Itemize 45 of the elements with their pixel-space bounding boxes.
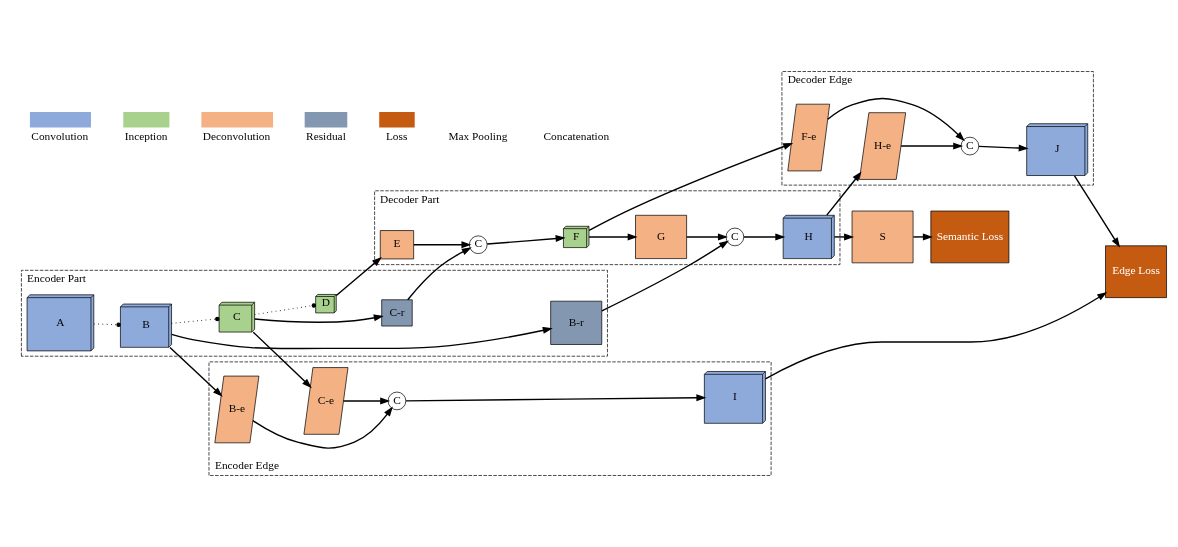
legend-label: Max Pooling bbox=[448, 129, 508, 142]
legend-label: Deconvolution bbox=[202, 129, 271, 142]
arrow bbox=[826, 171, 862, 216]
node-box: S bbox=[851, 210, 914, 264]
arrow bbox=[912, 233, 933, 241]
node-box: E bbox=[379, 230, 414, 260]
arrow bbox=[486, 235, 566, 245]
arrow bbox=[833, 233, 855, 241]
node-box: Semantic Loss bbox=[930, 210, 1010, 264]
arrow bbox=[601, 240, 729, 312]
arrow bbox=[169, 346, 223, 397]
arrow bbox=[686, 233, 728, 241]
node-box: G bbox=[635, 214, 687, 259]
legend-label: Inception bbox=[124, 129, 168, 142]
node-box: C-r bbox=[381, 299, 413, 327]
arrow bbox=[588, 143, 794, 232]
arrow bbox=[252, 331, 312, 389]
arrow bbox=[342, 397, 391, 405]
connector bbox=[93, 322, 121, 327]
arrow bbox=[252, 406, 393, 449]
node-box: Edge Loss bbox=[1105, 245, 1167, 298]
connector bbox=[171, 316, 220, 324]
arrow bbox=[335, 256, 382, 297]
arrow bbox=[253, 314, 384, 323]
legend-label: Concatenation bbox=[543, 129, 610, 142]
arrow bbox=[407, 247, 472, 301]
connector bbox=[254, 303, 317, 316]
node-circle: C bbox=[469, 235, 488, 254]
arrow bbox=[405, 394, 707, 402]
arrow bbox=[1073, 175, 1120, 248]
node-box: B-r bbox=[550, 300, 603, 345]
legend-label: Convolution bbox=[31, 129, 89, 142]
arrow bbox=[413, 241, 472, 249]
arrow bbox=[900, 142, 964, 150]
legend-label: Loss bbox=[385, 129, 408, 142]
node-circle: C bbox=[960, 136, 980, 156]
arrow bbox=[978, 144, 1029, 152]
arrow bbox=[170, 326, 553, 350]
arrow bbox=[827, 97, 965, 142]
arrow bbox=[743, 233, 786, 241]
legend-label: Residual bbox=[306, 129, 346, 142]
node-circle: C bbox=[387, 391, 407, 411]
node-circle: C bbox=[725, 227, 745, 247]
arrow bbox=[764, 292, 1108, 380]
arrow bbox=[588, 233, 638, 241]
